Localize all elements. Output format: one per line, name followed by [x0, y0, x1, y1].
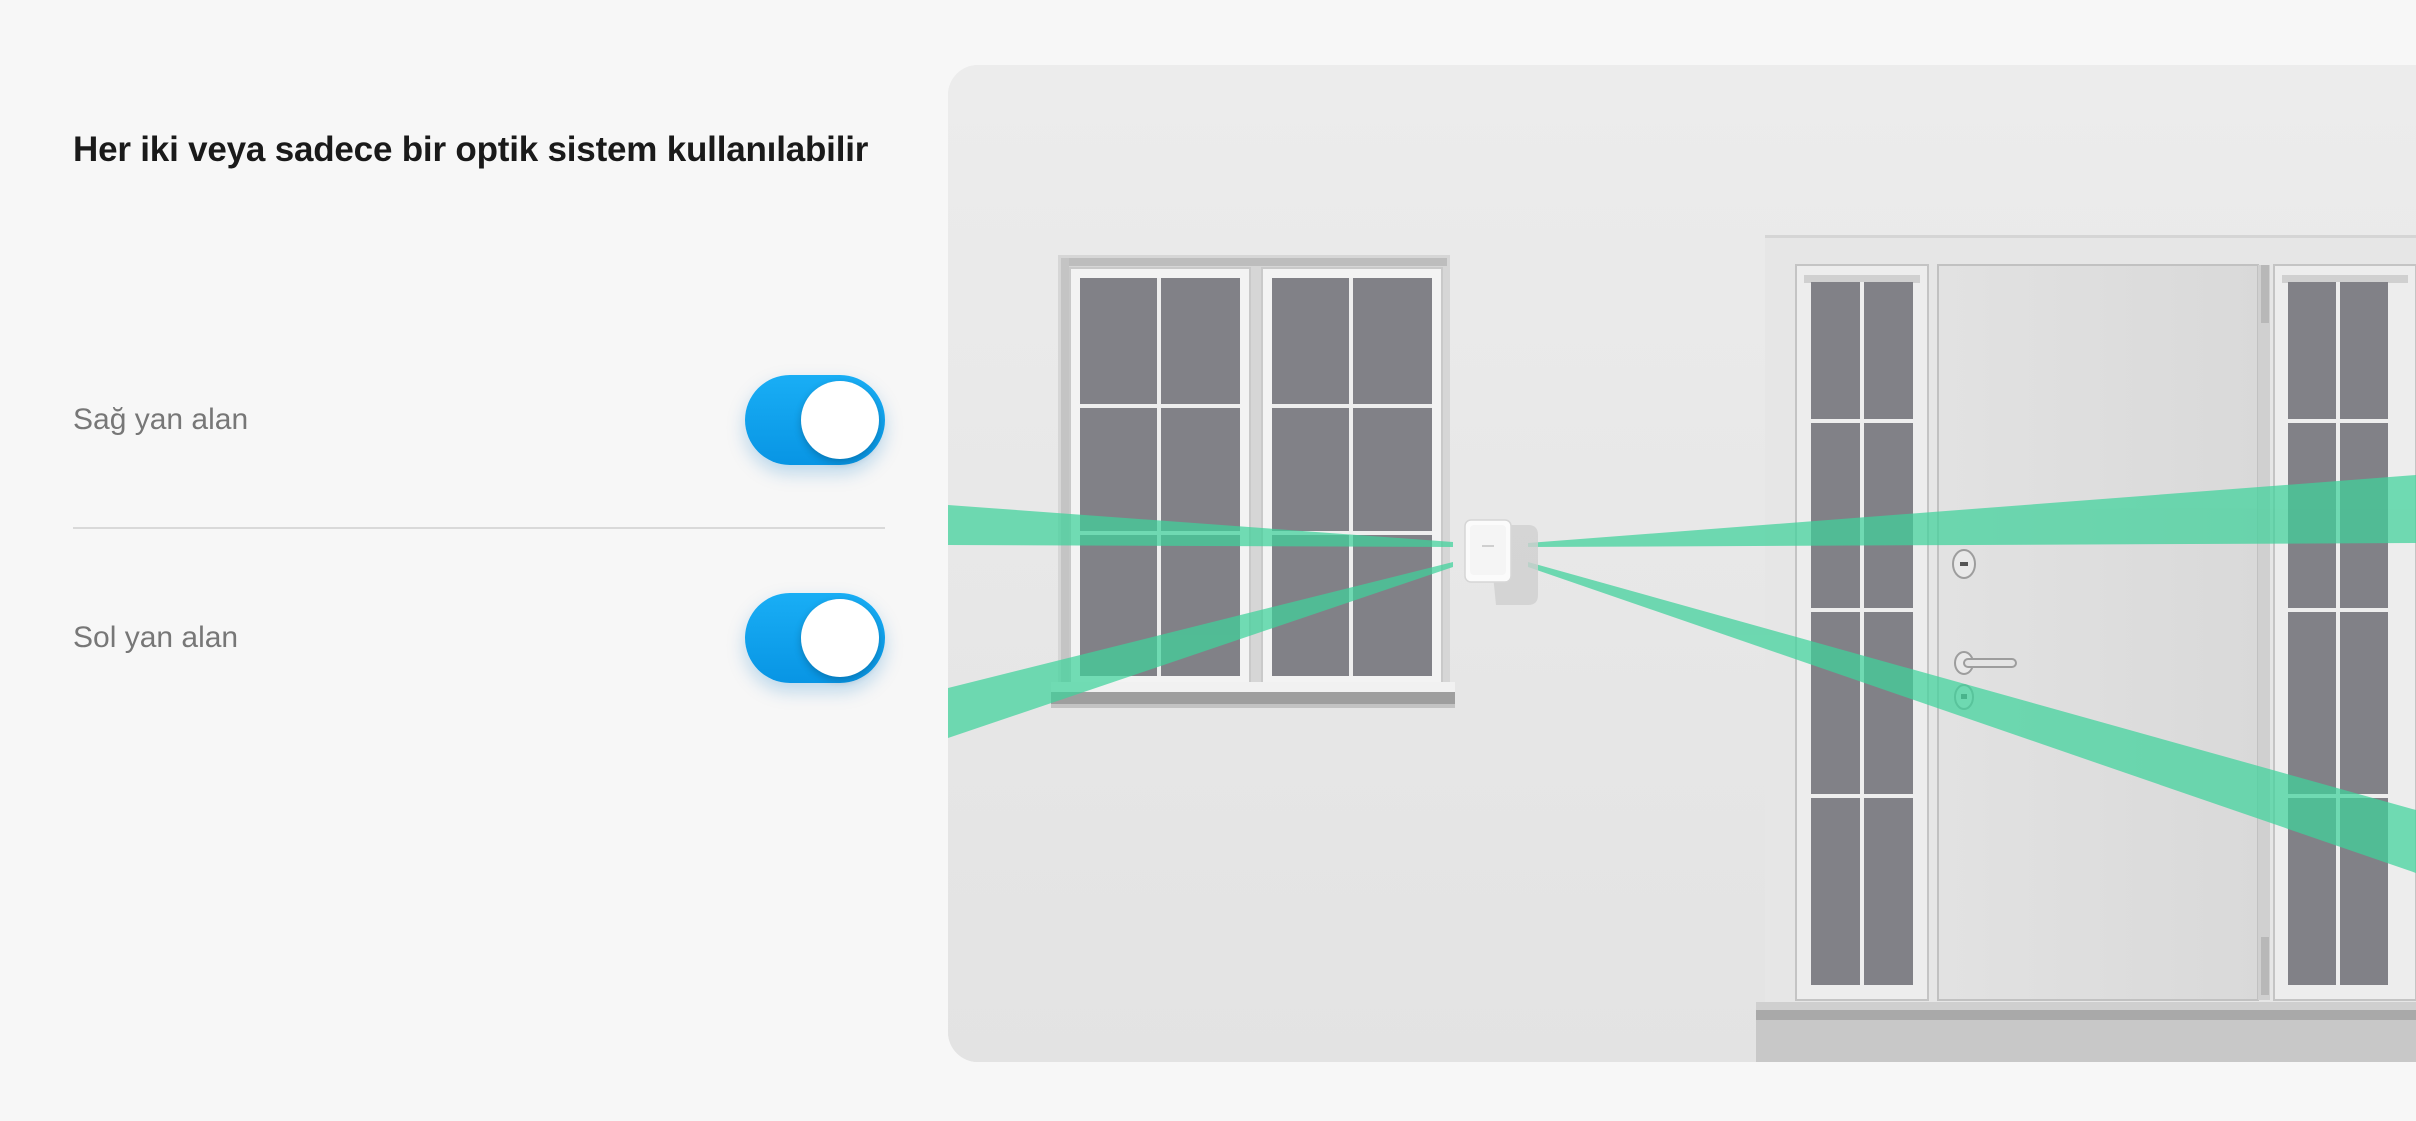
divider: [73, 527, 885, 529]
toggle-right-side[interactable]: [745, 375, 885, 465]
page-title: Her iki veya sadece bir optik sistem kul…: [73, 130, 869, 169]
settings-panel: Her iki veya sadece bir optik sistem kul…: [73, 0, 885, 1121]
option-row-left-side: Sol yan alan: [73, 588, 885, 688]
option-label-left-side: Sol yan alan: [73, 621, 239, 654]
window-illustration: [1051, 255, 1455, 708]
detection-beams: [948, 475, 2416, 873]
option-row-right-side: Sağ yan alan: [73, 370, 885, 470]
option-label-right-side: Sağ yan alan: [73, 403, 249, 436]
door-illustration: [1756, 235, 2416, 1062]
detector-illustration: [948, 65, 2416, 1062]
toggle-knob: [801, 599, 879, 677]
detector-device: [1464, 519, 1538, 605]
toggle-left-side[interactable]: [745, 593, 885, 683]
toggle-knob: [801, 381, 879, 459]
